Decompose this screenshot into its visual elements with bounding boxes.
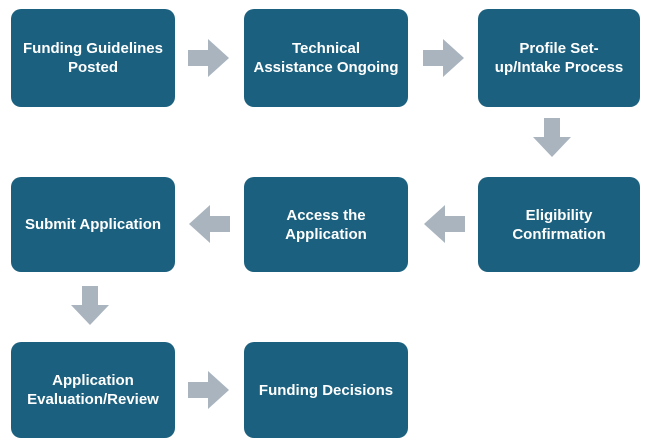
flow-step-submit-application: Submit Application — [11, 177, 175, 272]
flow-step-profile-setup-intake-process: Profile Set- up/Intake Process — [478, 9, 640, 107]
flow-step-eligibility-confirmation: Eligibility Confirmation — [478, 177, 640, 272]
flow-step-funding-decisions: Funding Decisions — [244, 342, 408, 438]
flow-step-funding-guidelines-posted: Funding Guidelines Posted — [11, 9, 175, 107]
flow-step-label: Access the Application — [285, 206, 367, 243]
flow-step-label: Funding Decisions — [258, 381, 394, 399]
arrow-left-icon — [189, 205, 230, 243]
flow-step-label: Eligibility Confirmation — [512, 206, 606, 243]
arrow-right-icon — [188, 371, 229, 409]
flow-step-label: Funding Guidelines Posted — [23, 40, 163, 76]
flow-step-application-evaluation-review: Application Evaluation/Review — [11, 342, 175, 438]
arrow-down-icon — [533, 118, 571, 157]
flow-step-access-the-application: Access the Application — [244, 177, 408, 272]
flow-step-label: Profile Set- up/Intake Process — [494, 40, 624, 76]
arrow-down-icon — [71, 286, 109, 325]
flow-step-label: Submit Application — [24, 216, 162, 233]
flow-step-label: Application Evaluation/Review — [27, 372, 159, 408]
arrow-right-icon — [188, 39, 229, 77]
arrow-right-icon — [423, 39, 464, 77]
flow-step-label: Technical Assistance Ongoing — [253, 40, 399, 76]
arrow-left-icon — [424, 205, 465, 243]
flow-step-technical-assistance-ongoing: Technical Assistance Ongoing — [244, 9, 408, 107]
